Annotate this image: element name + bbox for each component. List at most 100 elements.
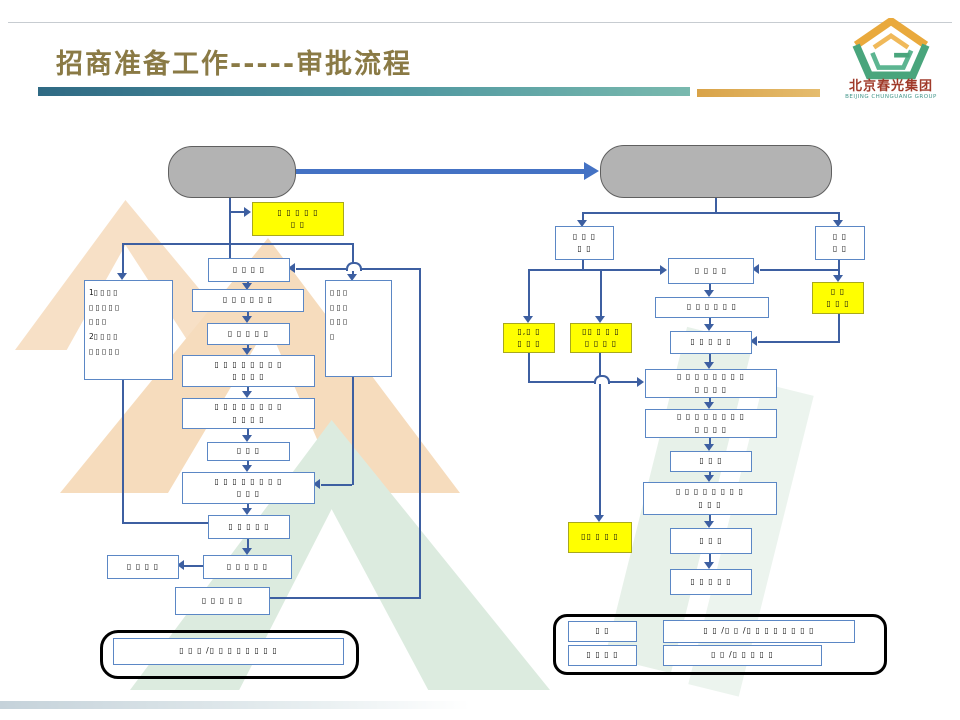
arrowhead bbox=[288, 263, 295, 273]
left-step-4: ▯ ▯ ▯ ▯ ▯ ▯ ▯ ▯▯ ▯ ▯ ▯ bbox=[182, 355, 315, 387]
logo-pentagon-icon bbox=[852, 18, 930, 80]
right-branch-left: ▯ ▯ ▯▯ ▯ bbox=[555, 226, 614, 260]
connector bbox=[606, 381, 637, 383]
line-hop bbox=[346, 262, 362, 271]
connector bbox=[184, 565, 203, 567]
footer-bar bbox=[0, 701, 470, 709]
arrowhead bbox=[704, 475, 714, 482]
connector bbox=[715, 196, 717, 213]
connector bbox=[582, 212, 584, 221]
right-legend-frame bbox=[553, 614, 887, 675]
arrowhead bbox=[117, 273, 127, 280]
connector bbox=[247, 310, 249, 318]
connector bbox=[122, 243, 354, 245]
arrowhead bbox=[595, 316, 605, 323]
connector bbox=[122, 522, 208, 524]
left-step-1: ▯ ▯ ▯ ▯ bbox=[208, 258, 290, 282]
left-step-6: ▯ ▯ ▯ bbox=[207, 442, 290, 461]
connector bbox=[528, 381, 594, 383]
left-step-5: ▯ ▯ ▯ ▯ ▯ ▯ ▯ ▯▯ ▯ ▯ ▯ bbox=[182, 398, 315, 429]
arrowhead bbox=[177, 560, 184, 570]
left-side-note-left: 1▯ ▯ ▯ ▯ ▯ ▯ ▯ ▯ ▯ ▯ ▯ ▯ 2▯ ▯ ▯ ▯ ▯ ▯ ▯ … bbox=[84, 280, 173, 380]
logo-text-cn: 北京春光集团 bbox=[848, 79, 933, 94]
connector bbox=[296, 268, 346, 270]
connector bbox=[229, 211, 244, 213]
arrowhead bbox=[242, 435, 252, 442]
arrowhead bbox=[704, 362, 714, 369]
connector bbox=[247, 537, 249, 549]
arrowhead bbox=[704, 444, 714, 451]
right-step-7: ▯ ▯ ▯ ▯ ▯ ▯ ▯ ▯▯ ▯ ▯ bbox=[643, 482, 777, 515]
arrowhead bbox=[523, 316, 533, 323]
arrowhead bbox=[752, 264, 759, 274]
connector bbox=[709, 436, 711, 445]
connector bbox=[709, 396, 711, 403]
connector bbox=[268, 597, 421, 599]
left-step-9: ▯ ▯ ▯ ▯ ▯ bbox=[203, 555, 292, 579]
arrowhead bbox=[347, 274, 357, 281]
legend-key-2: ▯ ▯ ▯ ▯ bbox=[568, 645, 637, 666]
connector bbox=[247, 385, 249, 393]
arrowhead bbox=[704, 324, 714, 331]
connector bbox=[709, 316, 711, 325]
right-highlight-4: ▯▯ ▯ ▯ ▯ bbox=[568, 522, 632, 553]
left-step-3: ▯ ▯ ▯ ▯ ▯ bbox=[207, 323, 290, 345]
connector bbox=[229, 243, 231, 258]
connector bbox=[760, 269, 839, 271]
connector bbox=[709, 282, 711, 291]
connector bbox=[528, 269, 660, 271]
arrowhead bbox=[637, 377, 644, 387]
right-branch-right: ▯ ▯▯ ▯ bbox=[815, 226, 865, 260]
logo-text-en: BEIJING CHUNGUANG GROUP bbox=[845, 94, 937, 101]
main-flow-arrow bbox=[294, 169, 584, 174]
arrowhead bbox=[313, 479, 320, 489]
right-step-5: ▯ ▯ ▯ ▯ ▯ ▯ ▯ ▯▯ ▯ ▯ ▯ bbox=[645, 409, 777, 438]
arrowhead bbox=[244, 207, 251, 217]
right-highlight-2: ▯▯ ▯ ▯ ▯▯ ▯ ▯ ▯ bbox=[570, 323, 632, 353]
left-footer-frame bbox=[100, 630, 359, 679]
connector bbox=[122, 243, 124, 274]
title-underline-gold bbox=[697, 89, 820, 97]
left-side-note-right: ▯ ▯ ▯ ▯ ▯ ▯ ▯ ▯ ▯ ▯ bbox=[325, 280, 392, 377]
title-underline-teal bbox=[38, 87, 690, 96]
left-step-8: ▯ ▯ ▯ ▯ ▯ bbox=[208, 515, 290, 539]
arrowhead bbox=[704, 562, 714, 569]
connector bbox=[229, 196, 231, 243]
connector bbox=[419, 268, 421, 598]
connector bbox=[599, 351, 601, 516]
main-flow-arrowhead bbox=[584, 162, 599, 180]
right-step-9: ▯ ▯ ▯ ▯ ▯ bbox=[670, 569, 752, 595]
connector bbox=[528, 351, 530, 382]
right-step-8: ▯ ▯ ▯ bbox=[670, 528, 752, 554]
connector bbox=[528, 269, 530, 317]
connector bbox=[247, 459, 249, 467]
left-footer-box: ▯ ▯ ▯ /▯ ▯ ▯ ▯ ▯ ▯ ▯ ▯ bbox=[113, 638, 344, 665]
connector bbox=[838, 312, 840, 342]
connector bbox=[600, 269, 602, 317]
right-step-2: ▯ ▯ ▯ ▯ ▯ ▯ bbox=[655, 297, 769, 318]
connector bbox=[838, 212, 840, 221]
connector bbox=[709, 352, 711, 363]
left-note-box: ▯ ▯ ▯ ▯ ▯ ▯ ▯ bbox=[252, 202, 344, 236]
connector bbox=[582, 258, 584, 270]
connector bbox=[352, 365, 354, 485]
right-highlight-1: ▯,▯ ▯▯ ▯ ▯ bbox=[503, 323, 555, 353]
arrowhead bbox=[833, 220, 843, 227]
arrowhead bbox=[242, 283, 252, 290]
arrowhead bbox=[242, 391, 252, 398]
connector bbox=[709, 552, 711, 563]
left-step-7: ▯ ▯ ▯ ▯ ▯ ▯ ▯ ▯▯ ▯ ▯ bbox=[182, 472, 315, 504]
connector bbox=[352, 243, 354, 275]
left-step-11: ▯ ▯ ▯ ▯ ▯ bbox=[175, 587, 270, 615]
connector bbox=[247, 280, 249, 284]
right-step-4: ▯ ▯ ▯ ▯ ▯ ▯ ▯ ▯▯ ▯ ▯ ▯ bbox=[645, 369, 777, 398]
connector bbox=[122, 375, 124, 523]
left-start-node bbox=[168, 146, 296, 198]
connector bbox=[358, 268, 421, 270]
legend-value-1: ▯ ▯ /▯ ▯ /▯ ▯ ▯ ▯ ▯ ▯ ▯ ▯ bbox=[663, 620, 855, 643]
left-step-2: ▯ ▯ ▯ ▯ ▯ ▯ bbox=[192, 289, 304, 312]
arrowhead bbox=[750, 336, 757, 346]
right-start-node bbox=[600, 145, 832, 198]
connector bbox=[758, 341, 840, 343]
